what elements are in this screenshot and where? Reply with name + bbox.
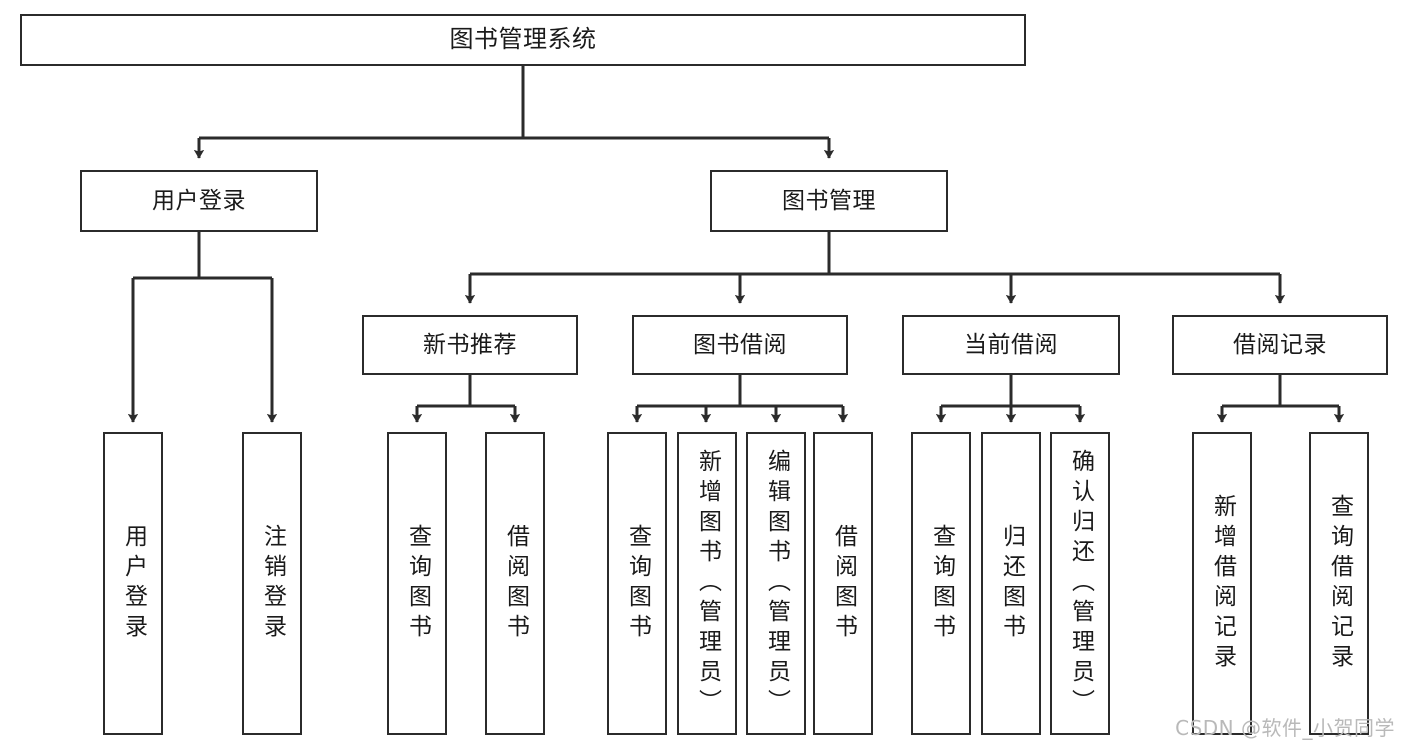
node-leaf-query-book-current[interactable]: 查询图书: [911, 432, 971, 735]
node-user-login[interactable]: 用户登录: [80, 170, 318, 232]
node-borrow-record-label: 借阅记录: [1233, 331, 1327, 358]
node-leaf-logout-label: 注销登录: [259, 523, 286, 644]
node-book-management[interactable]: 图书管理: [710, 170, 948, 232]
node-leaf-borrow-book[interactable]: 借阅图书: [813, 432, 873, 735]
node-leaf-add-borrow-record[interactable]: 新增借阅记录: [1192, 432, 1252, 735]
node-leaf-confirm-return-admin[interactable]: 确认归还（管理员）: [1050, 432, 1110, 735]
node-leaf-edit-book-admin-label: 编辑图书（管理员）: [763, 448, 790, 719]
node-leaf-user-login-label: 用户登录: [120, 523, 147, 644]
node-leaf-query-book-new-label: 查询图书: [404, 523, 431, 644]
node-current-borrow[interactable]: 当前借阅: [902, 315, 1120, 375]
node-root[interactable]: 图书管理系统: [20, 14, 1026, 66]
node-leaf-query-book-current-label: 查询图书: [928, 523, 955, 644]
node-leaf-user-login[interactable]: 用户登录: [103, 432, 163, 735]
node-new-book-recommend[interactable]: 新书推荐: [362, 315, 578, 375]
node-leaf-return-book-label: 归还图书: [998, 523, 1025, 644]
node-leaf-query-borrow-record-label: 查询借阅记录: [1326, 493, 1353, 674]
node-root-label: 图书管理系统: [449, 25, 597, 54]
node-leaf-query-book-borrow[interactable]: 查询图书: [607, 432, 667, 735]
node-leaf-add-borrow-record-label: 新增借阅记录: [1209, 493, 1236, 674]
node-book-management-label: 图书管理: [782, 187, 876, 214]
node-user-login-label: 用户登录: [152, 187, 246, 214]
node-leaf-edit-book-admin[interactable]: 编辑图书（管理员）: [746, 432, 806, 735]
node-book-borrow-label: 图书借阅: [693, 331, 787, 358]
node-current-borrow-label: 当前借阅: [964, 331, 1058, 358]
node-book-borrow[interactable]: 图书借阅: [632, 315, 848, 375]
node-leaf-query-borrow-record[interactable]: 查询借阅记录: [1309, 432, 1369, 735]
node-leaf-logout[interactable]: 注销登录: [242, 432, 302, 735]
node-leaf-query-book-new[interactable]: 查询图书: [387, 432, 447, 735]
node-borrow-record[interactable]: 借阅记录: [1172, 315, 1388, 375]
node-leaf-borrow-book-label: 借阅图书: [830, 523, 857, 644]
node-leaf-borrow-book-new[interactable]: 借阅图书: [485, 432, 545, 735]
node-leaf-return-book[interactable]: 归还图书: [981, 432, 1041, 735]
node-leaf-add-book-admin-label: 新增图书（管理员）: [694, 448, 721, 719]
csdn-watermark: CSDN @软件_小贺同学: [1175, 716, 1395, 740]
node-leaf-add-book-admin[interactable]: 新增图书（管理员）: [677, 432, 737, 735]
node-leaf-confirm-return-admin-label: 确认归还（管理员）: [1067, 448, 1094, 719]
node-new-book-recommend-label: 新书推荐: [423, 331, 517, 358]
node-leaf-borrow-book-new-label: 借阅图书: [502, 523, 529, 644]
node-leaf-query-book-borrow-label: 查询图书: [624, 523, 651, 644]
